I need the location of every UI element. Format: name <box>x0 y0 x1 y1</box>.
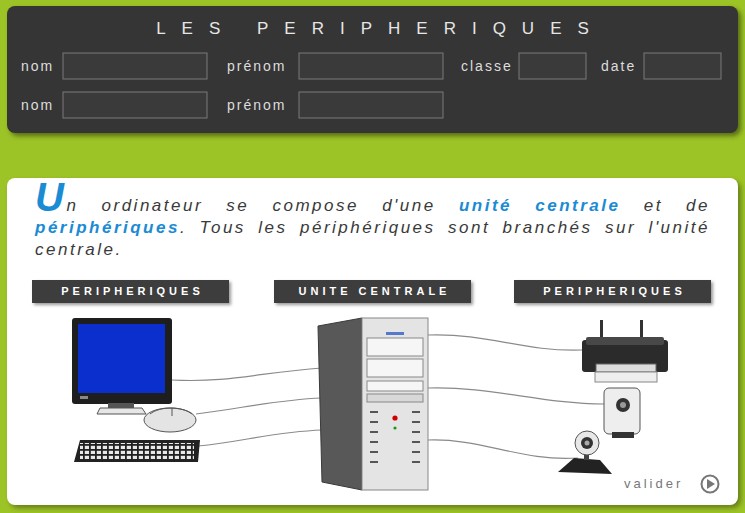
cables <box>428 388 604 404</box>
webcam-figure <box>558 431 612 474</box>
tower-figure <box>370 421 378 423</box>
input-fields <box>299 53 443 79</box>
camera-box-figure <box>620 402 626 408</box>
sentence-part: Un ordinateur se compose d'une <box>35 196 436 215</box>
monitor-figure <box>72 318 172 404</box>
printer-figure <box>582 320 668 382</box>
monitor-figure <box>72 318 172 414</box>
tower-figure <box>412 441 420 443</box>
tower-figure <box>318 318 428 490</box>
section-tab: PERIPHERIQUES <box>32 280 229 303</box>
monitor-figure <box>78 324 165 393</box>
tower-figure <box>386 332 404 335</box>
keyword: unité centrale <box>459 196 621 215</box>
mouse-figure <box>150 408 192 414</box>
tower-figure <box>370 451 378 453</box>
monitor-figure <box>80 396 88 399</box>
page-title: LES PERIPHERIQUES <box>0 19 745 39</box>
button-label: valider <box>624 476 683 492</box>
play-icon <box>702 476 719 493</box>
camera-box-figure <box>604 388 640 434</box>
camera-box-figure <box>616 398 630 412</box>
section-tab: PERIPHERIQUES <box>514 280 711 303</box>
tower-figure <box>412 461 420 463</box>
form-label: prénom <box>227 58 286 74</box>
form-label: nom <box>21 58 54 74</box>
cables <box>198 430 322 446</box>
cables <box>428 440 578 459</box>
input-fields <box>63 53 721 118</box>
sentence-part: et de <box>644 196 710 215</box>
tower-figure <box>370 441 378 443</box>
camera-box-figure <box>604 388 640 438</box>
mouse-figure <box>144 408 196 432</box>
tower-figure <box>370 461 378 463</box>
camera-box-figure <box>612 432 634 438</box>
monitor-figure <box>108 403 134 408</box>
tower-figure <box>412 451 420 453</box>
tower-figure <box>412 431 420 433</box>
tower-figure <box>362 318 428 490</box>
printer-figure <box>596 364 656 372</box>
play-icon <box>702 476 719 493</box>
tower-figure <box>367 338 423 356</box>
tower-figure <box>367 359 423 377</box>
form-label: nom <box>21 97 54 113</box>
form-label: date <box>601 58 636 74</box>
intro-text: Un ordinateur se compose d'une unité cen… <box>35 186 710 261</box>
webcam-figure <box>581 437 593 449</box>
printer-figure <box>595 372 657 382</box>
input-fields <box>63 53 207 79</box>
form-label: classe <box>461 58 513 74</box>
tower-figure <box>370 431 378 433</box>
tower-figure <box>392 415 397 420</box>
tower-figure <box>318 318 362 490</box>
play-icon <box>707 479 715 489</box>
tower-figure <box>370 412 420 462</box>
input-fields <box>519 53 586 79</box>
webcam-figure <box>585 441 590 446</box>
tower-figure <box>367 394 423 402</box>
input-fields <box>644 53 721 79</box>
input-fields <box>299 92 443 118</box>
tab-label: UNITE CENTRALE <box>295 280 451 303</box>
cables <box>172 368 322 381</box>
mouse-figure <box>172 408 173 416</box>
tower-figure <box>412 411 420 413</box>
input-fields <box>63 92 207 118</box>
tower-figure <box>412 421 420 423</box>
keyboard-figure <box>74 440 200 462</box>
tab-label: PERIPHERIQUES <box>57 280 203 303</box>
keyword: périphériques <box>35 218 180 237</box>
section-tab: UNITE CENTRALE <box>274 280 471 303</box>
form-label: prénom <box>227 97 286 113</box>
mouse-figure <box>144 408 196 432</box>
tower-figure <box>367 381 423 391</box>
tab-label: PERIPHERIQUES <box>539 280 685 303</box>
monitor-figure <box>97 408 146 414</box>
webcam-figure <box>575 431 599 455</box>
keyboard-figure <box>74 440 200 462</box>
tower-figure <box>370 411 378 413</box>
tower-figure <box>393 426 396 429</box>
webcam-figure <box>558 458 612 474</box>
cables <box>428 335 582 350</box>
printer-figure <box>586 337 664 345</box>
keyboard-figure <box>80 443 194 459</box>
cables <box>196 398 322 414</box>
